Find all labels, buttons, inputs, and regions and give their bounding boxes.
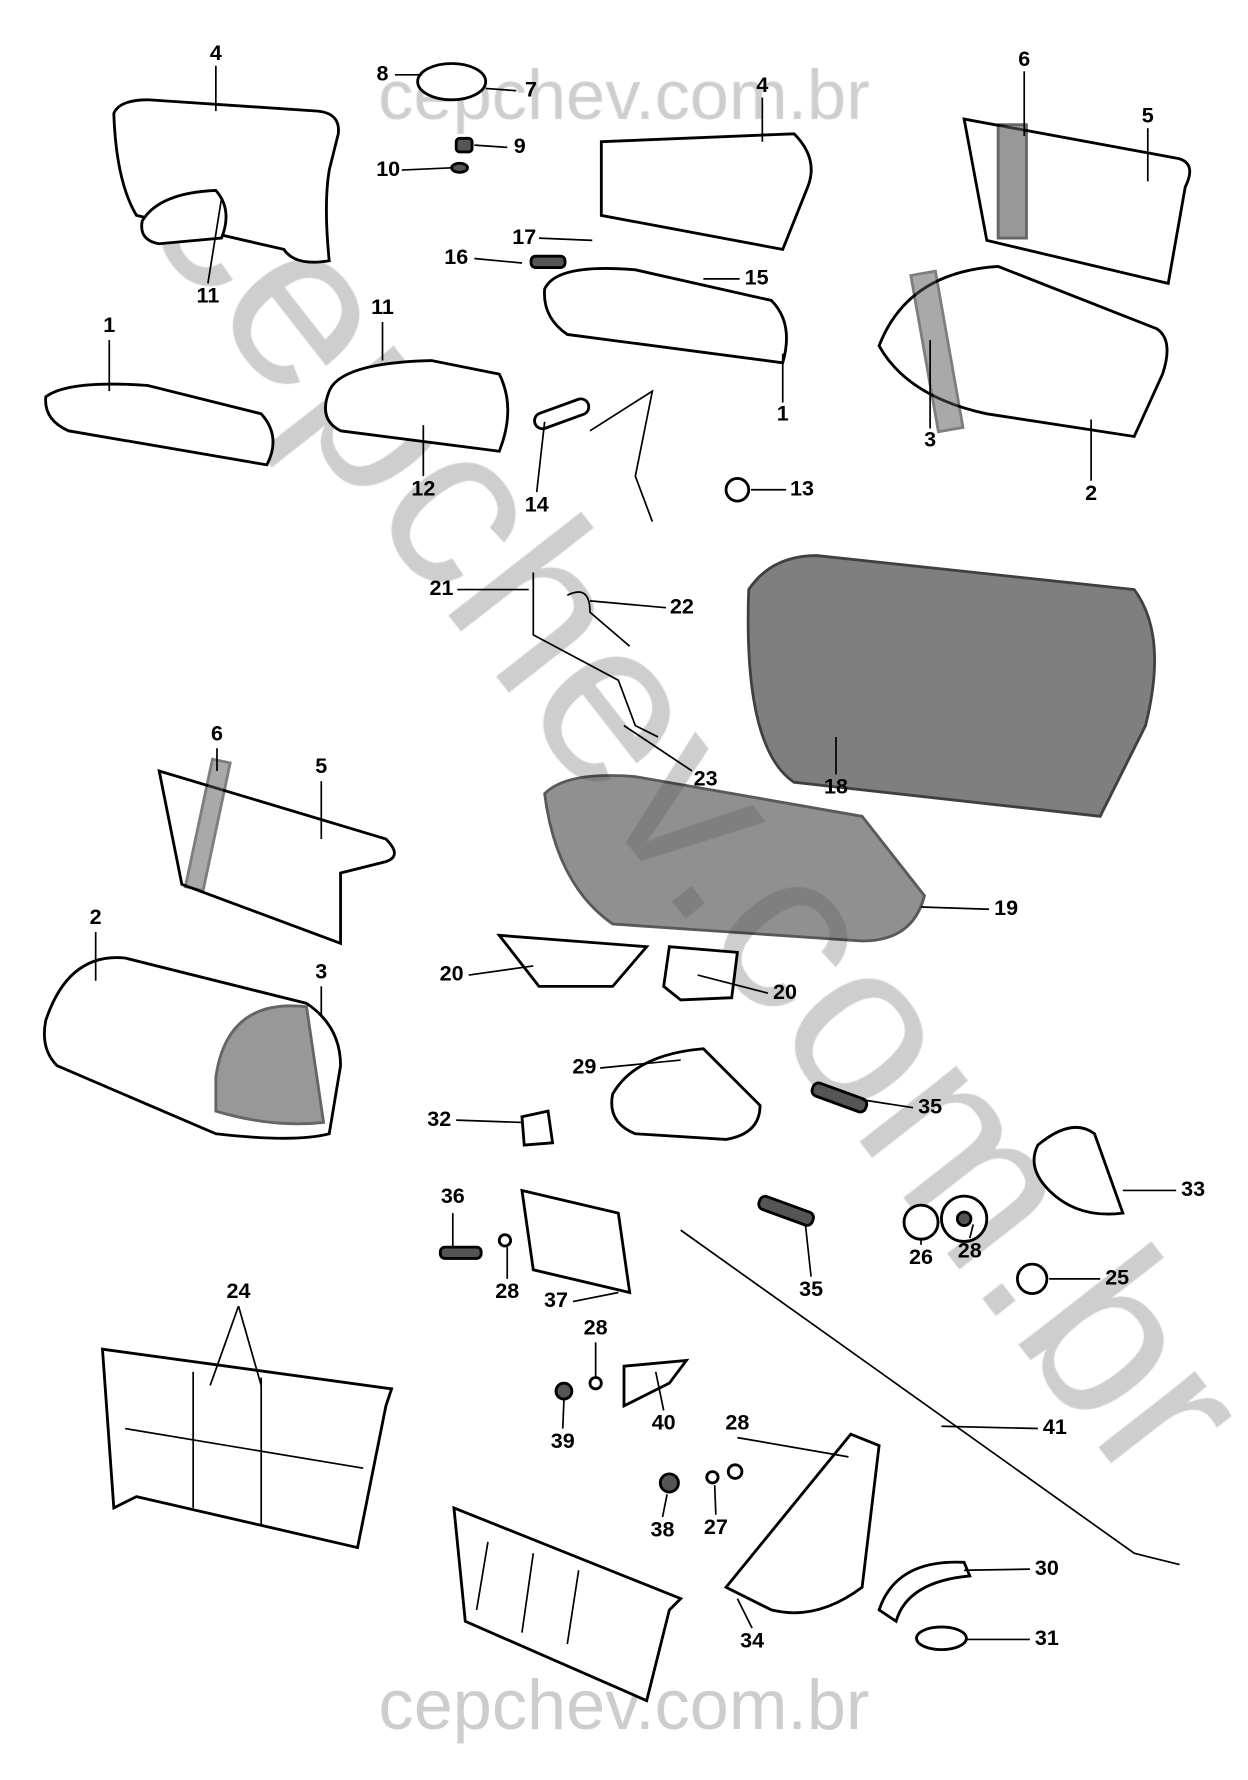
callout-15: 15 — [745, 266, 769, 290]
small-hardware — [438, 1233, 744, 1494]
bracket-34 — [723, 1432, 881, 1615]
callout-labels: 4 8 7 4 6 5 9 10 11 17 16 15 1 11 1 3 2 … — [90, 41, 1205, 1652]
callout-25: 25 — [1105, 1266, 1129, 1290]
leader-lines — [94, 65, 1177, 1641]
rod-41 — [680, 1229, 1180, 1566]
callout-28: 28 — [725, 1411, 749, 1435]
latch-assembly — [520, 1047, 1125, 1296]
callout-18: 18 — [824, 775, 848, 799]
callout-20: 20 — [773, 980, 797, 1004]
callout-13: 13 — [790, 476, 814, 500]
backrest-top-center — [599, 132, 813, 252]
callout-24: 24 — [227, 1279, 251, 1303]
callout-26: 26 — [909, 1245, 933, 1269]
callout-35: 35 — [918, 1094, 942, 1118]
backrest-foam — [746, 554, 1157, 818]
callout-31: 31 — [1035, 1626, 1059, 1650]
callout-30: 30 — [1035, 1556, 1059, 1580]
callout-28: 28 — [495, 1279, 519, 1303]
callout-11: 11 — [197, 284, 220, 308]
callout-3: 3 — [315, 959, 327, 983]
cushion-center — [529, 254, 788, 365]
callout-32: 32 — [427, 1107, 451, 1131]
headrest — [416, 62, 488, 174]
callout-5: 5 — [315, 754, 327, 778]
covers-30-31 — [877, 1560, 972, 1652]
callout-14: 14 — [525, 492, 549, 516]
callout-39: 39 — [551, 1429, 575, 1453]
frame-bottom — [452, 1505, 684, 1703]
frame-24 — [100, 1347, 394, 1550]
callout-19: 19 — [994, 896, 1018, 920]
callout-36: 36 — [441, 1184, 465, 1208]
callout-6: 6 — [1018, 47, 1030, 71]
callout-33: 33 — [1181, 1177, 1205, 1201]
callout-4: 4 — [210, 41, 222, 65]
callout-27: 27 — [704, 1515, 728, 1539]
callout-22: 22 — [670, 594, 694, 618]
callout-23: 23 — [694, 767, 718, 791]
callout-20: 20 — [440, 962, 464, 986]
cushion-mid-left — [42, 956, 342, 1140]
cushion-frame — [543, 774, 926, 943]
hinge-rod — [532, 572, 659, 738]
callout-29: 29 — [572, 1055, 596, 1079]
callout-28: 28 — [958, 1238, 982, 1262]
callout-4: 4 — [756, 73, 768, 97]
callout-11: 11 — [371, 295, 394, 319]
callout-5: 5 — [1142, 103, 1154, 127]
cushion-left — [44, 382, 275, 467]
callout-8: 8 — [377, 62, 389, 86]
callout-10: 10 — [376, 157, 400, 181]
callout-41: 41 — [1043, 1415, 1067, 1439]
callout-38: 38 — [651, 1517, 675, 1541]
callout-2: 2 — [1085, 481, 1097, 505]
backrest-top-left — [112, 98, 340, 264]
callout-17: 17 — [512, 225, 536, 249]
backrest-mid-left — [157, 757, 396, 946]
callout-2: 2 — [90, 905, 102, 929]
callout-16: 16 — [444, 245, 468, 269]
callout-35: 35 — [799, 1277, 823, 1301]
callout-40: 40 — [652, 1411, 676, 1435]
callout-6: 6 — [211, 721, 223, 745]
callout-21: 21 — [429, 576, 453, 600]
callout-12: 12 — [411, 476, 435, 500]
callout-37: 37 — [544, 1288, 568, 1312]
callout-7: 7 — [525, 77, 537, 101]
callout-28: 28 — [584, 1315, 608, 1339]
backrest-top-right — [962, 117, 1192, 286]
callout-34: 34 — [740, 1628, 764, 1652]
armrest — [324, 359, 751, 522]
callout-1: 1 — [103, 313, 115, 337]
callout-9: 9 — [514, 134, 526, 158]
callout-1: 1 — [777, 402, 789, 426]
brackets-20 — [496, 933, 739, 1002]
callout-3: 3 — [924, 428, 936, 452]
cushion-right — [877, 264, 1169, 439]
